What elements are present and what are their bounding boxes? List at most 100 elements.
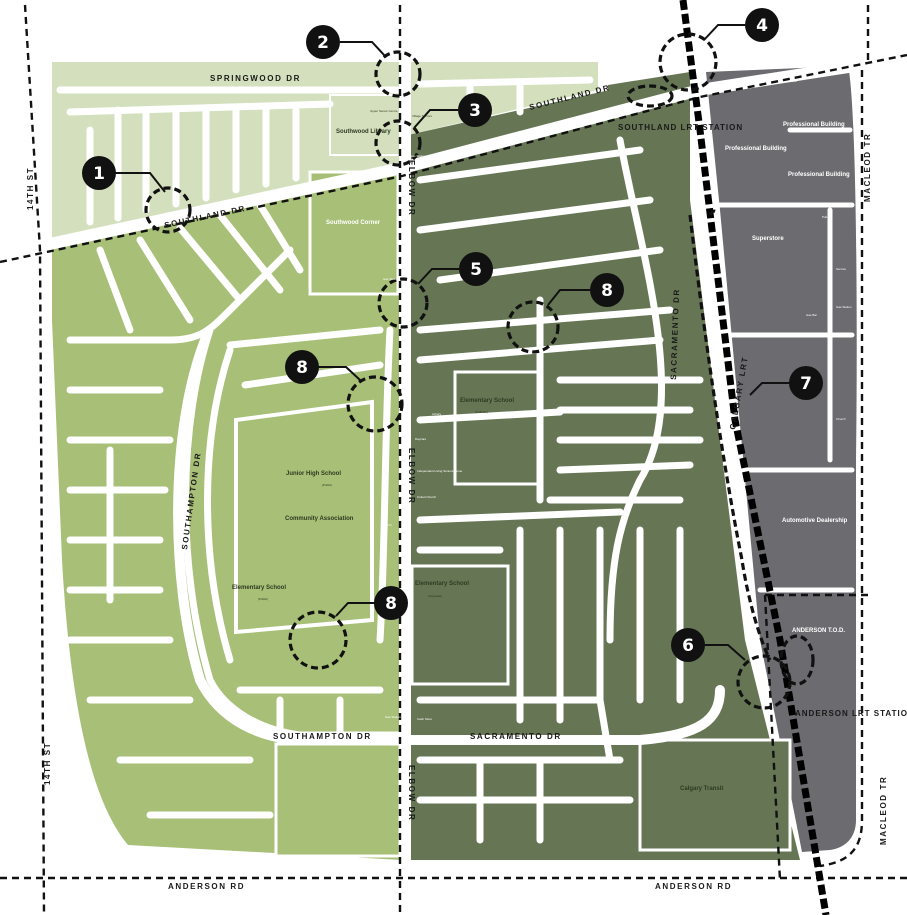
catholic-school-block: [453, 370, 543, 486]
gas-station-e-label: Gas Station: [385, 715, 401, 719]
junior-high-sub-label: (Public): [322, 483, 332, 487]
community-association-label: Community Association: [285, 516, 354, 522]
calgary-transit-block: [638, 738, 792, 852]
14th-st-south-label: 14TH ST: [43, 742, 52, 785]
junior-high-label: Junior High School: [286, 471, 341, 477]
svg-text:8: 8: [601, 281, 613, 301]
southwood-library-label: Southwood Library: [336, 129, 391, 135]
boundary-lines: [0, 4, 907, 915]
place-labels: Southwood Library Southwood Corner Junio…: [232, 122, 907, 792]
marker-7[interactable]: 7: [789, 366, 823, 400]
focus-circle-2: [374, 50, 422, 98]
sacramento-dr: [400, 685, 725, 745]
daycare-label: Daycare: [415, 437, 427, 441]
focus-circles: [144, 32, 815, 710]
elementary-public-sub-label: (Public): [258, 597, 268, 601]
professional-building-1-label: Professional Building: [725, 146, 787, 152]
elementary-catholic-n-sub-label: (Catholic): [475, 410, 488, 414]
gas-station-n-label: Gas Station: [410, 154, 426, 158]
gas-station-mall-label: Gas Station: [836, 305, 852, 309]
calgary-lrt-line: [679, 0, 830, 915]
focus-ellipse-southland: [626, 84, 674, 108]
southland-lrt-station-label: SOUTHLAND LRT STATION: [618, 123, 743, 132]
svg-text:3: 3: [469, 101, 481, 121]
anderson-tod-label: ANDERSON T.O.D.: [792, 628, 845, 634]
marker-3[interactable]: 3: [458, 93, 492, 127]
central-school-block: [234, 399, 374, 635]
service-label: Service: [836, 267, 846, 271]
focus-circle-1: [144, 186, 192, 234]
springwood-dr-label: SPRINGWOOD DR: [210, 74, 301, 83]
focus-circle-8c: [288, 610, 348, 670]
elementary-catholic-s-sub-label: (Separate): [428, 594, 442, 598]
elementary-catholic-n-label: Elementary School: [460, 398, 514, 404]
map-markers: 1 2 3 4 5 6 7 8 8 8: [82, 8, 823, 662]
upper-senior-label: Upper Senior Centre: [370, 109, 398, 113]
marker-4[interactable]: 4: [745, 8, 779, 42]
svg-text:1: 1: [93, 164, 105, 184]
elbow-dr-north-label: ELBOW DR: [407, 160, 416, 216]
elementary-public-label: Elementary School: [232, 585, 286, 591]
svg-text:6: 6: [682, 636, 694, 656]
calgary-transit-label: Calgary Transit: [680, 786, 723, 792]
rec-centre-label: Rec Centre: [260, 87, 276, 91]
elbow-dr-mid-label: ELBOW DR: [407, 448, 416, 504]
superstore-label: Superstore: [752, 236, 784, 242]
marker-8-center[interactable]: 8: [285, 350, 319, 384]
focus-circle-8b: [346, 375, 404, 433]
anderson-rd-west-label: ANDERSON RD: [168, 882, 245, 891]
library-block: [329, 94, 401, 156]
elbow-dr-south-label: ELBOW DR: [407, 765, 416, 821]
pub-label: Pub: [822, 215, 828, 219]
macleod-tr-north-label: MACLEOD TR: [863, 133, 872, 202]
marker-6[interactable]: 6: [671, 628, 705, 662]
independent-living-label: Independent Living Seniors Home: [417, 469, 463, 473]
focus-circle-3: [374, 119, 422, 167]
14th-st-north-label: 14TH ST: [26, 167, 35, 210]
southampton-dr-horizontal-label: SOUTHAMPTON DR: [273, 732, 372, 741]
svg-text:4: 4: [756, 16, 768, 36]
school-and-park-blocks: [234, 94, 792, 858]
marker-5[interactable]: 5: [459, 252, 493, 286]
professional-building-2-label: Professional Building: [783, 122, 845, 128]
focus-corridor-7b: [708, 209, 720, 216]
marker-2[interactable]: 2: [306, 25, 340, 59]
marker-8-south[interactable]: 8: [374, 586, 408, 620]
automotive-dealership-label: Automotive Dealership: [782, 518, 848, 524]
church-mall-label: Church: [836, 417, 846, 421]
macleod-commercial-area: [706, 66, 857, 852]
anderson-rd-east-label: ANDERSON RD: [655, 882, 732, 891]
svg-text:8: 8: [385, 594, 397, 614]
united-church-label: United Church: [417, 495, 437, 499]
bank-label: Bank: [790, 79, 797, 83]
southwood-corner-block: [308, 170, 400, 296]
southampton-dr: [173, 335, 410, 745]
church-label: Church: [382, 523, 392, 527]
southwood-corner-label: Southwood Corner: [326, 220, 381, 226]
gas-station-sw-label: Gas Station: [383, 277, 399, 281]
southland-dr: [16, 60, 861, 256]
professional-building-3-label: Professional Building: [788, 172, 850, 178]
library-sm-label: Library: [432, 412, 442, 416]
focus-circle-5: [377, 277, 429, 329]
svg-text:2: 2: [317, 33, 329, 53]
elementary-catholic-s-label: Elementary School: [415, 581, 469, 587]
macleod-tr-south-label: MACLEOD TR: [879, 776, 888, 845]
focus-circle-8a: [506, 300, 560, 354]
marker-8-east[interactable]: 8: [590, 273, 624, 307]
marker-1[interactable]: 1: [82, 156, 116, 190]
sacramento-dr-horizontal-label: SACRAMENTO DR: [470, 732, 562, 741]
svg-text:5: 5: [470, 260, 482, 280]
focus-circle-4: [658, 32, 718, 92]
svg-text:8: 8: [296, 358, 308, 378]
separate-school-block: [410, 564, 510, 686]
anderson-lrt-station-label: ANDERSON LRT STATION: [795, 709, 907, 718]
svg-text:7: 7: [800, 374, 812, 394]
sacramento-dr-vertical-label: SACRAMENTO DR: [669, 288, 681, 380]
facility-labels: Upper Senior Centre Village Seniors Gas …: [260, 79, 852, 721]
gas-bar-label: Gas Bar: [806, 313, 817, 317]
marker-leaders: [115, 24, 790, 661]
focus-ellipse-anderson: [779, 634, 815, 686]
village-seniors-label: Village Seniors: [412, 114, 432, 118]
